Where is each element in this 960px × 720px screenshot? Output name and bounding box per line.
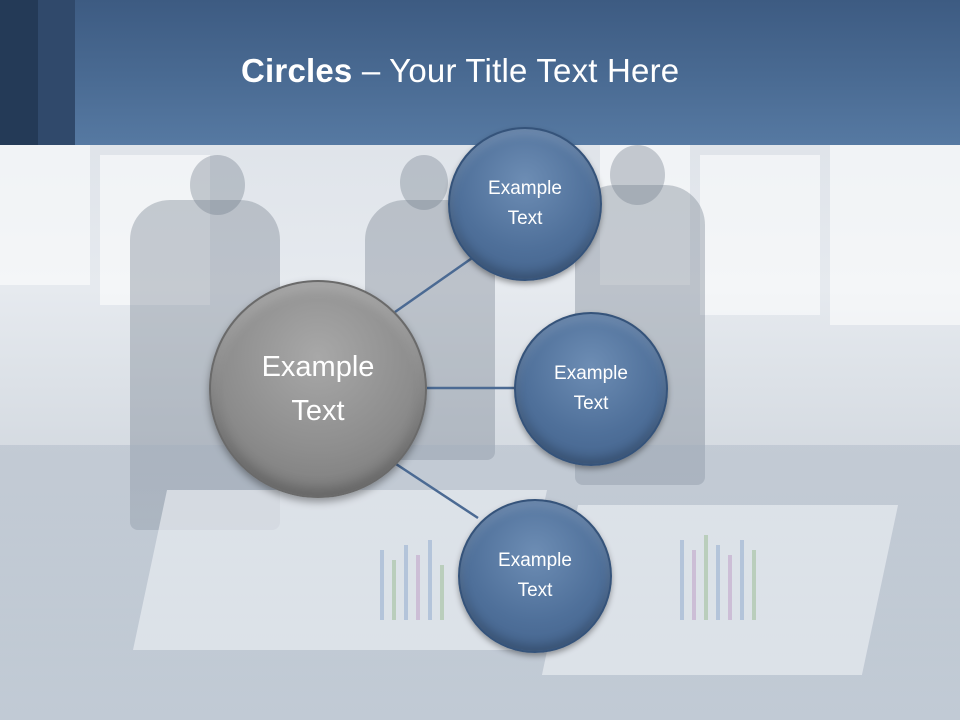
title-bar: Circles – Your Title Text Here [0,0,960,145]
outer-circle-top[interactable]: Example Text [448,127,602,281]
outer-circle-text: Example Text [488,174,562,234]
title-rest: – Your Title Text Here [352,52,680,89]
outer-circle-line1: Example [498,550,572,571]
outer-circle-line2: Text [517,580,553,601]
outer-circle-line2: Text [573,393,609,414]
center-circle-line2: Text [291,395,345,427]
outer-circle-line2: Text [507,208,543,229]
outer-circle-line1: Example [554,363,628,384]
header-accent-dark [0,0,38,145]
center-circle-line1: Example [261,351,375,383]
outer-circle-bottom[interactable]: Example Text [458,499,612,653]
outer-circle-text: Example Text [498,546,572,606]
title-bold: Circles [241,52,353,89]
outer-circle-line1: Example [488,178,562,199]
outer-circle-middle[interactable]: Example Text [514,312,668,466]
center-circle-text: Example Text [262,345,375,433]
header-accent-mid [38,0,75,145]
center-circle[interactable]: Example Text [209,280,427,498]
outer-circle-text: Example Text [554,359,628,419]
slide-title[interactable]: Circles – Your Title Text Here [241,52,679,90]
